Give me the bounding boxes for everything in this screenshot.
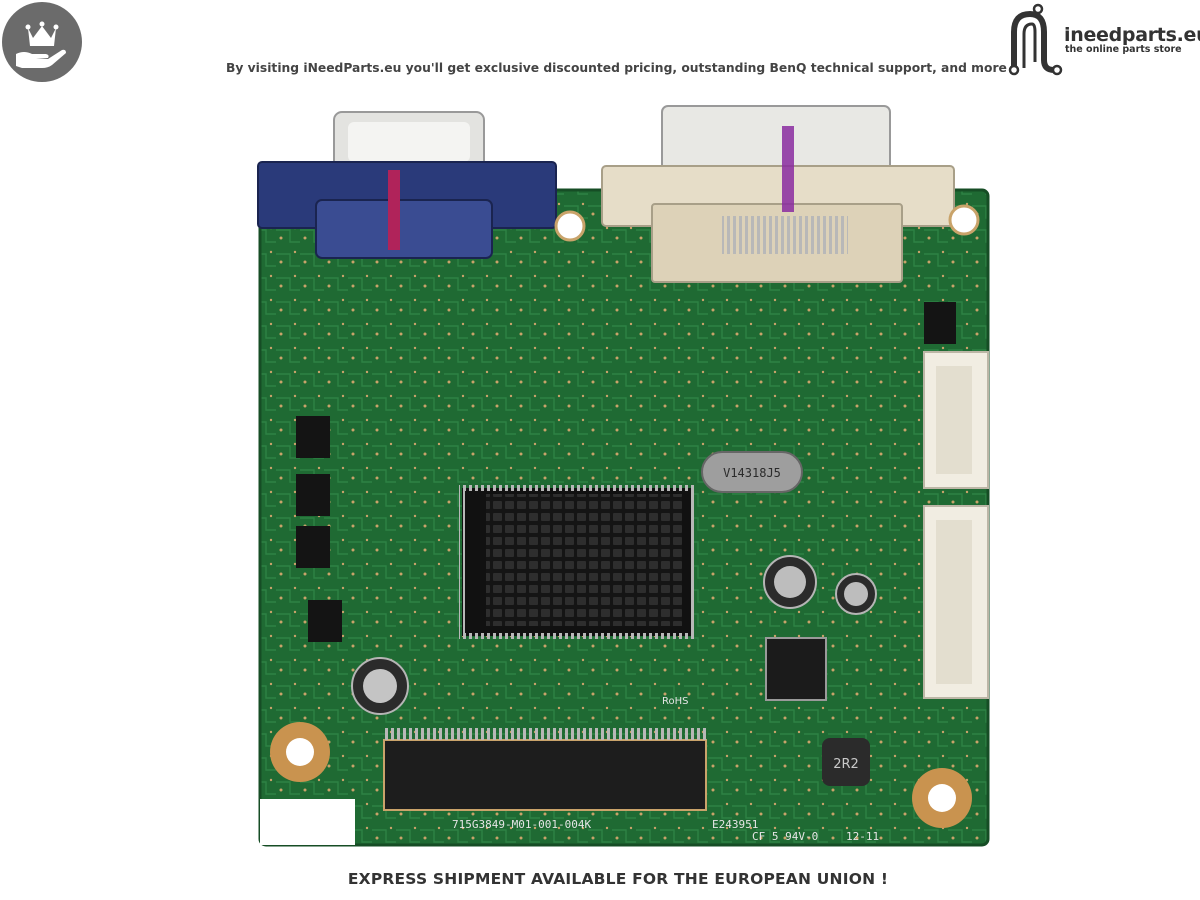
brand-tagline: the online parts store [1065, 44, 1182, 55]
ineedparts-logo-mark-icon [1008, 3, 1063, 76]
crown-hand-badge-icon [2, 2, 82, 82]
express-shipment-notice: EXPRESS SHIPMENT AVAILABLE FOR THE EUROP… [347, 870, 889, 888]
svg-text:715G3849-M01-001-004K: 715G3849-M01-001-004K [452, 818, 591, 831]
brand-name: ineedparts.eu [1064, 24, 1200, 46]
svg-text:2R2: 2R2 [833, 757, 859, 772]
promo-text: By visiting iNeedParts.eu you'll get exc… [226, 61, 1007, 75]
svg-text:CF 5 94V-0: CF 5 94V-0 [752, 830, 818, 843]
product-photo-pcb-board: V14318J5 2R2 715G3849-M01-001-004K E2439… [257, 105, 990, 847]
svg-text:RoHS: RoHS [662, 696, 688, 707]
brand-logo[interactable]: ineedparts.eu the online parts store [1004, 2, 1200, 76]
svg-text:E243951: E243951 [712, 818, 758, 831]
svg-text:V14318J5: V14318J5 [723, 466, 781, 480]
svg-text:12-11: 12-11 [846, 830, 879, 843]
